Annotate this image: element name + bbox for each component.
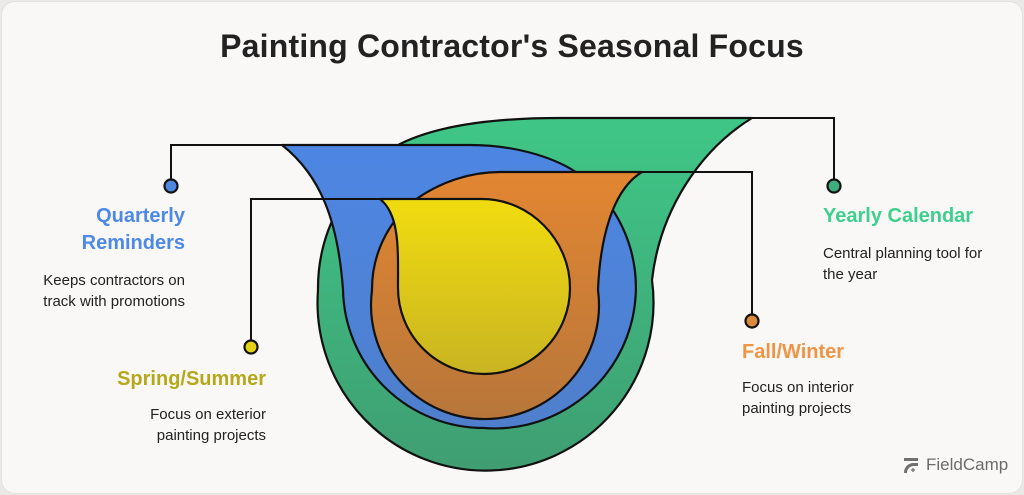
yearly-dot-icon xyxy=(826,178,842,194)
connector-fall xyxy=(642,171,753,315)
fieldcamp-logo-icon xyxy=(904,458,918,473)
fall-desc-line1: Focus on interior xyxy=(742,379,854,396)
fall-desc-line2: painting projects xyxy=(742,400,852,417)
fall-dot-icon xyxy=(744,313,760,329)
yearly-desc-line1: Central planning tool for xyxy=(823,245,983,262)
connector-yearly xyxy=(752,117,835,180)
spring-desc-line2: painting projects xyxy=(156,427,266,444)
yearly-calendar-label: Yearly Calendar xyxy=(823,205,974,227)
connector-spring xyxy=(250,198,380,341)
spring-summer-label: Spring/Summer xyxy=(117,368,266,390)
quarterly-reminders-description: Keeps contractors on track with promotio… xyxy=(20,270,185,312)
connector-lines xyxy=(170,117,835,341)
yearly-calendar-description: Central planning tool for the year xyxy=(823,243,1013,285)
connector-quarterly xyxy=(170,144,282,180)
spring-summer-description: Focus on exterior painting projects xyxy=(60,404,266,446)
yellow-circle-shape xyxy=(378,197,572,376)
page-title: Painting Contractor's Seasonal Focus xyxy=(220,28,804,64)
fall-winter-label: Fall/Winter xyxy=(742,341,845,363)
spring-dot-icon xyxy=(243,339,259,355)
quarterly-reminders-label: Quarterly Reminders xyxy=(40,203,185,257)
quarterly-desc-line1: Keeps contractors on xyxy=(43,272,185,289)
spring-desc-line1: Focus on exterior xyxy=(150,406,266,423)
fall-winter-description: Focus on interior painting projects xyxy=(742,377,922,419)
yearly-desc-line2: the year xyxy=(823,266,878,283)
quarterly-label-line1: Quarterly xyxy=(96,205,185,227)
brand-name: FieldCamp xyxy=(926,455,1009,474)
quarterly-dot-icon xyxy=(163,178,179,194)
fieldcamp-brand: FieldCamp xyxy=(902,455,1008,475)
quarterly-label-line2: Reminders xyxy=(81,232,185,254)
quarterly-desc-line2: track with promotions xyxy=(43,293,185,310)
